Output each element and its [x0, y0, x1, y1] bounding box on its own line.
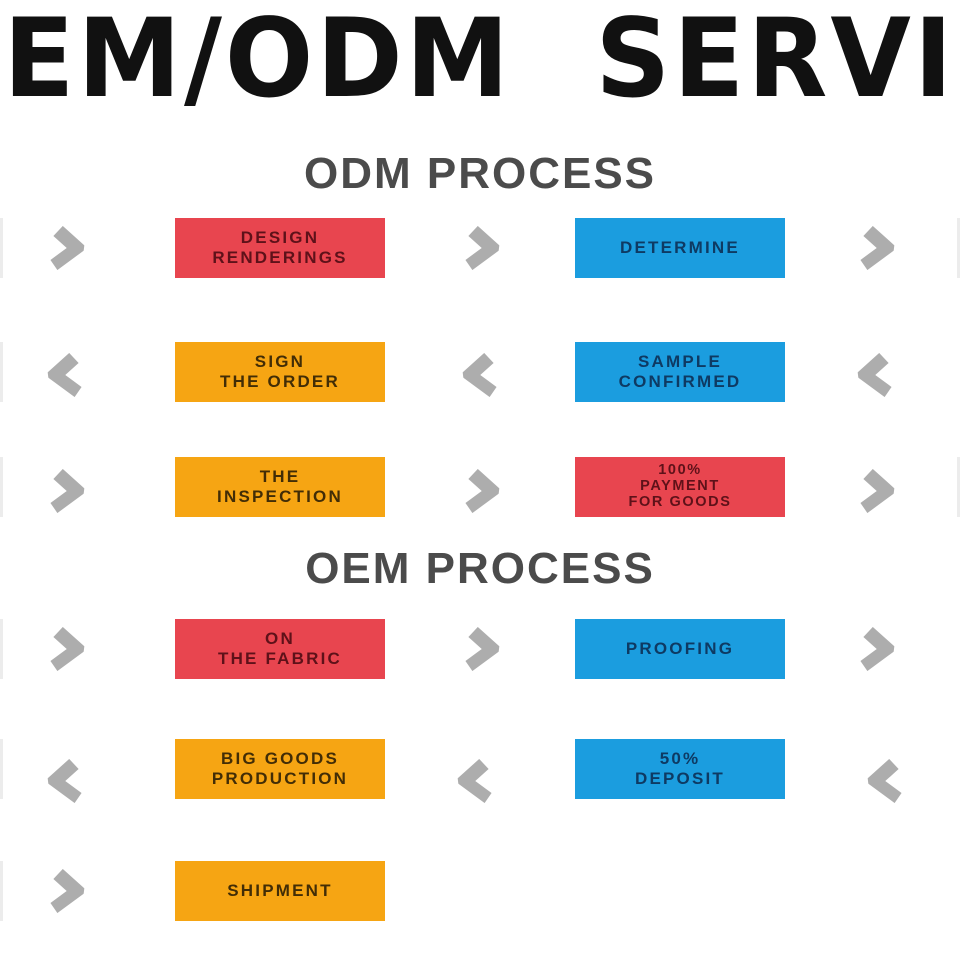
step-100-payment-for-goods: 100% PAYMENT FOR GOODS	[575, 457, 785, 517]
process-row: ON THE FABRIC PROOFING	[0, 619, 960, 679]
process-row: DESIGN RENDERINGS DETERMINE	[0, 218, 960, 278]
odm-process-heading: ODM PROCESS	[303, 149, 657, 198]
oem-process-heading: OEM PROCESS	[305, 544, 655, 593]
process-row: THE INSPECTION 100% PAYMENT FOR GOODS	[0, 457, 960, 517]
step-50-deposit: 50% DEPOSIT	[575, 739, 785, 799]
chevron-right-icon	[45, 468, 88, 514]
step-the-inspection: THE INSPECTION	[175, 457, 385, 517]
chevron-right-icon	[855, 225, 898, 271]
chevron-left-icon	[454, 758, 496, 804]
step-determine: DETERMINE	[575, 218, 785, 278]
page-title: OEM/ODM SERVICE	[0, 0, 960, 123]
cropped-edge-fragment	[0, 619, 3, 679]
chevron-left-icon	[864, 758, 906, 804]
chevron-right-icon	[460, 626, 503, 672]
chevron-left-icon	[854, 352, 896, 398]
chevron-right-icon	[855, 468, 898, 514]
step-sample-confirmed: SAMPLE CONFIRMED	[575, 342, 785, 402]
step-big-goods-production: BIG GOODS PRODUCTION	[175, 739, 385, 799]
process-row: SIGN THE ORDER SAMPLE CONFIRMED	[0, 342, 960, 402]
chevron-right-icon	[460, 468, 503, 514]
cropped-edge-fragment	[957, 457, 960, 517]
cropped-edge-fragment	[0, 457, 3, 517]
chevron-right-icon	[460, 225, 503, 271]
cropped-edge-fragment	[0, 218, 3, 278]
step-sign-the-order: SIGN THE ORDER	[175, 342, 385, 402]
cropped-edge-fragment	[0, 342, 3, 402]
chevron-right-icon	[45, 225, 88, 271]
cropped-edge-fragment	[0, 739, 3, 799]
cropped-edge-fragment	[957, 218, 960, 278]
step-design-renderings: DESIGN RENDERINGS	[175, 218, 385, 278]
process-row: BIG GOODS PRODUCTION 50% DEPOSIT	[0, 739, 960, 804]
chevron-right-icon	[45, 626, 88, 672]
chevron-left-icon	[44, 352, 86, 398]
chevron-left-icon	[44, 758, 86, 804]
chevron-left-icon	[459, 352, 501, 398]
cropped-edge-fragment	[0, 861, 3, 921]
chevron-right-icon	[855, 626, 898, 672]
step-shipment: SHIPMENT	[175, 861, 385, 921]
process-row: SHIPMENT	[0, 861, 960, 921]
step-on-the-fabric: ON THE FABRIC	[175, 619, 385, 679]
step-proofing: PROOFING	[575, 619, 785, 679]
chevron-right-icon	[45, 868, 88, 914]
